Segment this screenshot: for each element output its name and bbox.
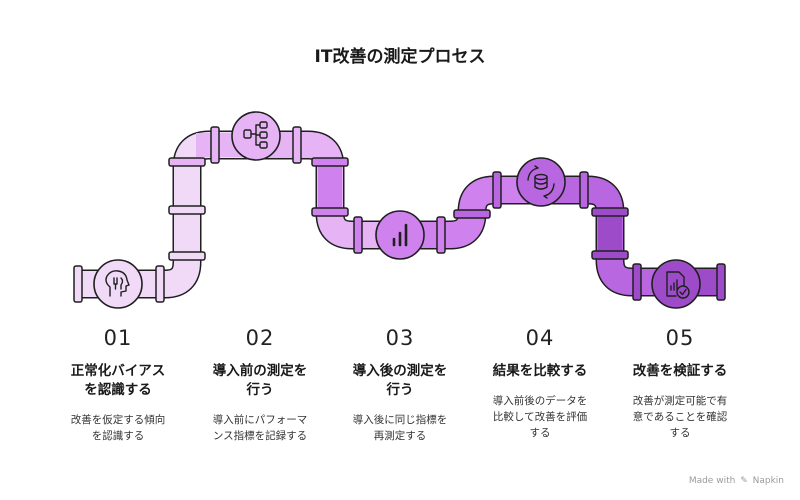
step-description: 導入後に同じ指標を再測定する	[352, 414, 448, 442]
pipe-flange	[73, 265, 83, 303]
pipe-flange	[632, 263, 642, 301]
step-heading: 正常化バイアスを認識する	[70, 363, 166, 398]
step-number: 02	[245, 326, 275, 350]
pipe-flange	[353, 216, 363, 254]
step-description: 導入前にパフォーマンス指標を記録する	[212, 414, 308, 442]
step-heading: 導入前の測定を行う	[212, 363, 308, 398]
diagram-title: IT改善の測定プロセス	[314, 47, 486, 67]
pipe-flange	[492, 171, 502, 209]
napkin-branding[interactable]: Made with ✎ Napkin	[688, 476, 784, 486]
step-heading: 改善を検証する	[632, 363, 728, 379]
pipe-flange	[168, 205, 206, 215]
pipe-flange	[292, 126, 302, 164]
step-number: 05	[665, 326, 695, 350]
pipe-flange	[716, 263, 726, 301]
mind-icon	[93, 259, 143, 309]
step-heading: 結果を比較する	[492, 363, 588, 379]
napkin-icon: ✎	[740, 476, 748, 486]
bar-chart-icon	[375, 210, 425, 260]
pipe-flange	[168, 251, 206, 261]
pipe-flange	[591, 207, 629, 217]
database-compare-icon	[516, 157, 566, 207]
step-2: 02 導入前の測定を行う 導入前にパフォーマンス指標を記録する	[190, 326, 330, 444]
step-number: 04	[525, 326, 555, 350]
step-5: 05 改善を検証する 改善が測定可能で有意であることを確認する	[610, 326, 750, 441]
pipe-flange	[155, 265, 165, 303]
report-check-icon	[651, 259, 701, 309]
step-number: 01	[103, 326, 133, 350]
pipe-flange	[591, 250, 629, 260]
step-4: 04 結果を比較する 導入前後のデータを比較して改善を評価する	[470, 326, 610, 441]
step-description: 改善を仮定する傾向を認識する	[70, 414, 166, 442]
step-3: 03 導入後の測定を行う 導入後に同じ指標を再測定する	[330, 326, 470, 444]
step-description: 改善が測定可能で有意であることを確認する	[632, 395, 728, 439]
pipe-flange	[453, 209, 491, 219]
pipe-flange	[210, 126, 220, 164]
step-number: 03	[385, 326, 415, 350]
pipe-flange	[311, 157, 349, 167]
structure-icon	[231, 111, 281, 161]
pipe-flange	[436, 216, 446, 254]
step-1: 01 正常化バイアスを認識する 改善を仮定する傾向を認識する	[48, 326, 188, 444]
step-heading: 導入後の測定を行う	[352, 363, 448, 398]
pipe-flange	[311, 207, 349, 217]
pipe-flange	[579, 171, 589, 209]
pipe-flange	[168, 157, 206, 167]
step-description: 導入前後のデータを比較して改善を評価する	[492, 395, 588, 439]
